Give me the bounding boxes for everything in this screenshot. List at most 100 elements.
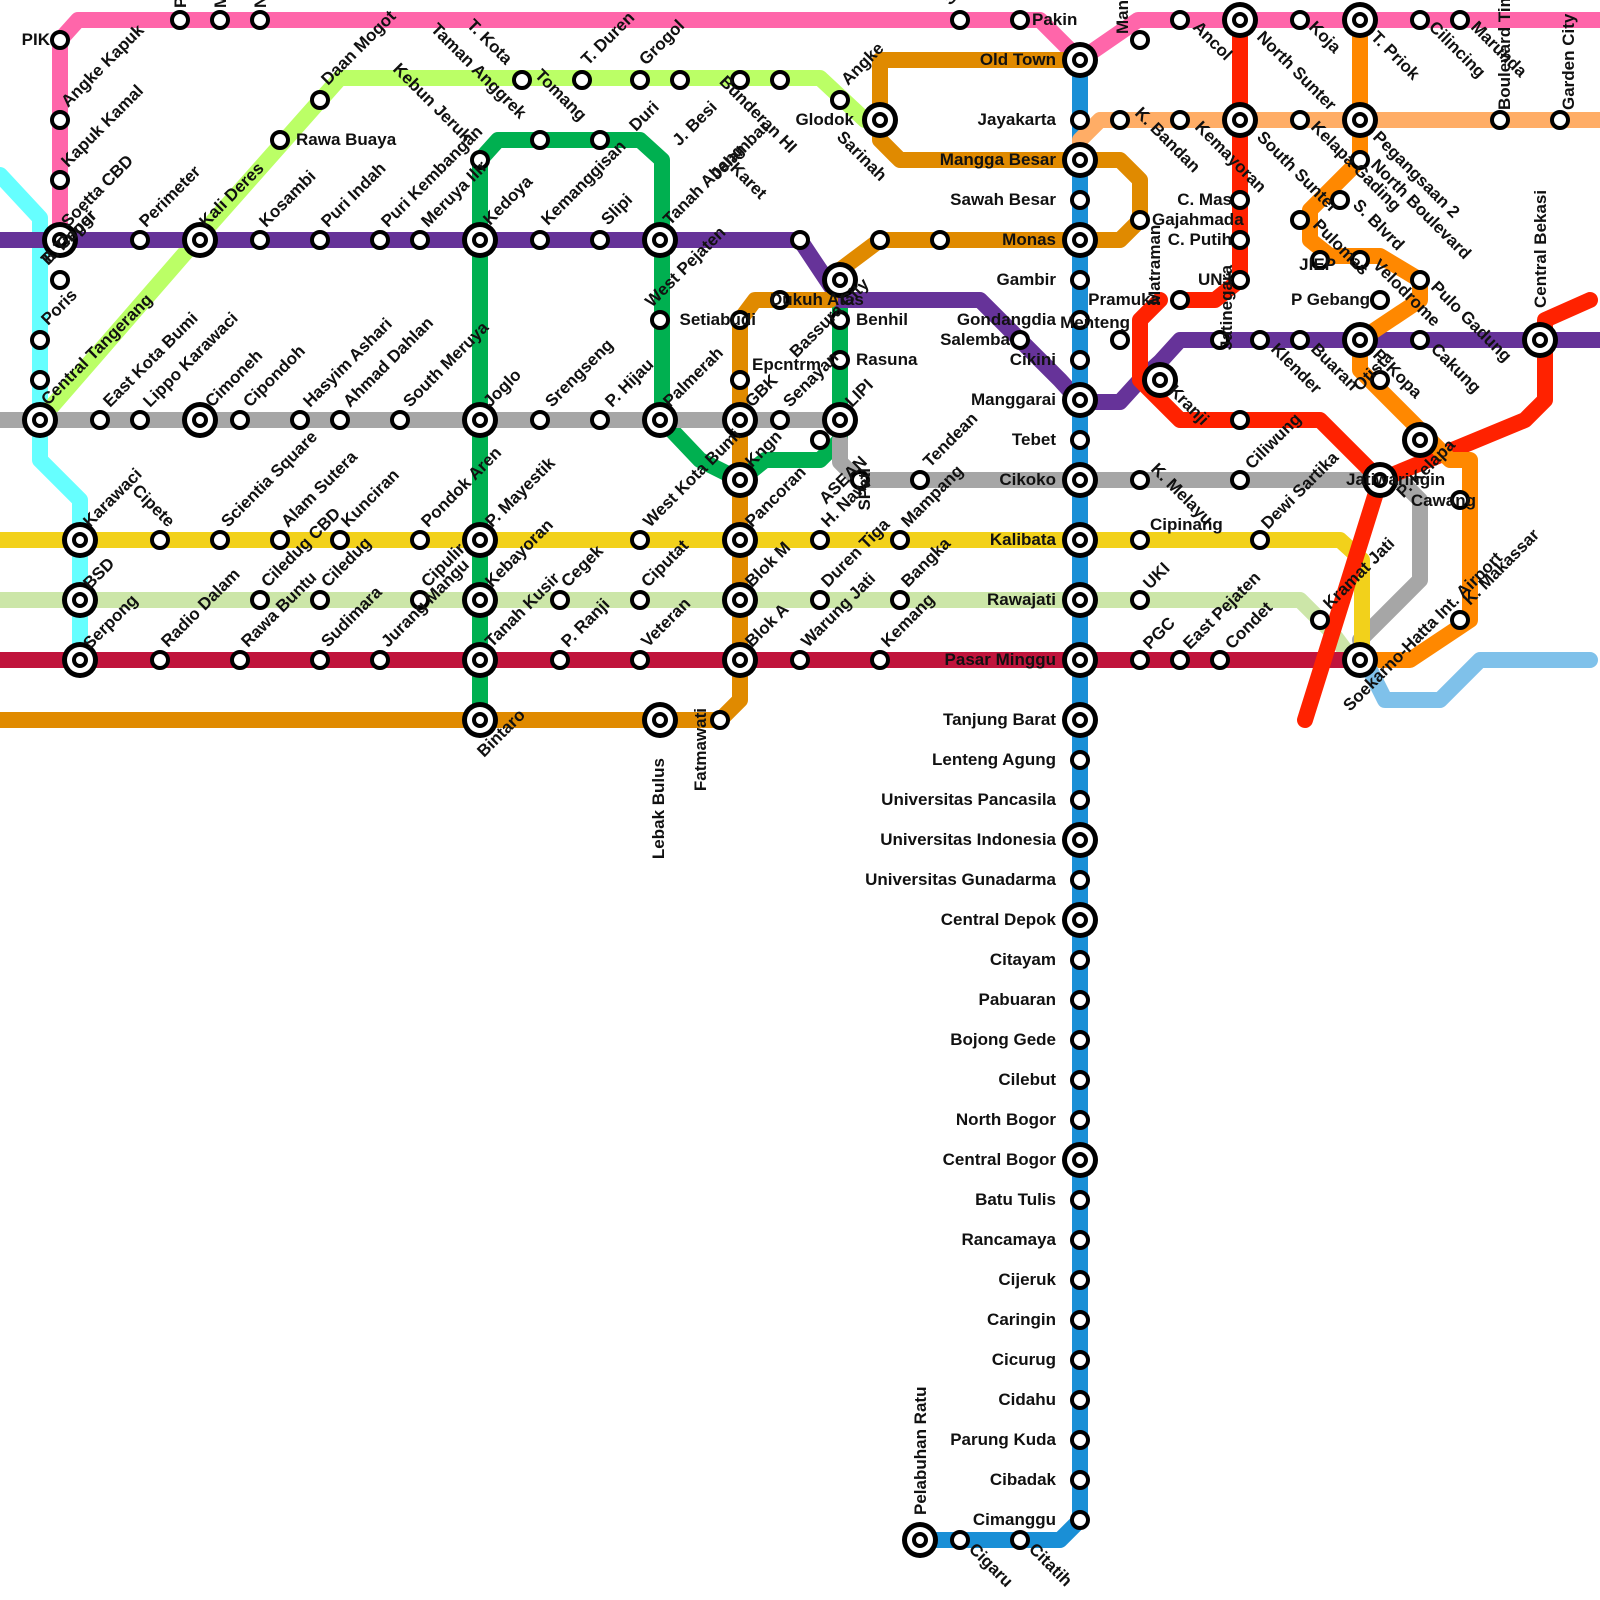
station-duri xyxy=(632,72,648,88)
station-srengseng xyxy=(532,412,548,428)
station-label-pelabuhan-ratu: Pelabuhan Ratu xyxy=(911,1387,930,1515)
station-pondok-aren xyxy=(412,532,428,548)
station-label-slipi: Slipi xyxy=(597,190,636,229)
station-veteran xyxy=(632,652,648,668)
station-muara-karang xyxy=(212,12,228,28)
station-cilincing xyxy=(1412,12,1428,28)
station-cegek xyxy=(552,592,568,608)
station-kemang xyxy=(872,652,888,668)
station-pegangsaan-2 xyxy=(1342,102,1378,138)
station-pabuaran xyxy=(1072,992,1088,1008)
station-label-pgc: PGC xyxy=(1139,613,1178,652)
station-label-manggarai: Manggarai xyxy=(971,390,1056,409)
station-label-monas: Monas xyxy=(1002,230,1056,249)
station-label-central-bekasi: Central Bekasi xyxy=(1531,190,1550,308)
station-s-pluit xyxy=(952,12,968,28)
station-label-kunciran: Kunciran xyxy=(337,465,403,531)
station-label-cijeruk: Cijeruk xyxy=(998,1270,1056,1289)
station-tendean xyxy=(912,472,928,488)
station-duren-tiga xyxy=(812,592,828,608)
station-label-pakin: Pakin xyxy=(1032,10,1077,29)
station-label-s-pluit: S. Pluit xyxy=(939,0,993,9)
station-label-jayakarta: Jayakarta xyxy=(978,110,1057,129)
station-warung-jati xyxy=(792,652,808,668)
station-label-salemba: Salemba xyxy=(940,330,1010,349)
station-kelapa-gading xyxy=(1292,112,1308,128)
station-label-n-pluit: N. Pluit xyxy=(251,0,270,8)
station-salemba xyxy=(1012,332,1028,348)
station-lippo-karawaci xyxy=(132,412,148,428)
station-t-tinggi xyxy=(32,332,48,348)
station-central-tangerang xyxy=(22,402,58,438)
station-universitas-indonesia xyxy=(1062,822,1098,858)
station-cijeruk xyxy=(1072,1272,1088,1288)
station-mampang xyxy=(892,532,908,548)
station-label-perimeter: Perimeter xyxy=(135,162,204,231)
station-south-sunter xyxy=(1222,102,1258,138)
station-poris xyxy=(32,372,48,388)
station-label-cikoko: Cikoko xyxy=(999,470,1056,489)
station-old-town xyxy=(1062,42,1098,78)
station-tanjung-barat xyxy=(1062,702,1098,738)
station-cicurug xyxy=(1072,1352,1088,1368)
station-pasar-minggu xyxy=(1062,642,1098,678)
station-label-pasar-minggu: Pasar Minggu xyxy=(945,650,1056,669)
station-label-parung-kuda: Parung Kuda xyxy=(950,1430,1056,1449)
station-slipi xyxy=(592,232,608,248)
station-label-karet: Karet xyxy=(726,159,770,203)
station-kalibata xyxy=(1062,522,1098,558)
station-central-bogor xyxy=(1062,1142,1098,1178)
station-label-kalibata: Kalibata xyxy=(990,530,1057,549)
station-label-tanjung-barat: Tanjung Barat xyxy=(943,710,1056,729)
station-rawa-buaya xyxy=(272,132,288,148)
station-label-lenteng-agung: Lenteng Agung xyxy=(932,750,1056,769)
station-scientia-square xyxy=(212,532,228,548)
station-mangga-2 xyxy=(1132,32,1148,48)
station-pulomas xyxy=(1292,212,1308,228)
station-label-menteng: Menteng xyxy=(1060,313,1130,332)
station-t-duren xyxy=(574,72,590,88)
station-label-cegek: Cegek xyxy=(557,541,607,591)
station-label-tendean: Tendean xyxy=(919,409,981,471)
station-central-bekasi xyxy=(1522,322,1558,358)
station-north-bogor xyxy=(1072,1112,1088,1128)
station-gambir xyxy=(1072,272,1088,288)
station-cigaru xyxy=(952,1532,968,1548)
station-label-boulevard-timur: Boulevard Timur xyxy=(1495,0,1514,110)
station-label-gajahmada: Gajahmada xyxy=(1152,210,1244,229)
station-label-universitas-gunadarma: Universitas Gunadarma xyxy=(865,870,1056,889)
station-sarinah xyxy=(932,232,948,248)
station-cipondoh xyxy=(232,412,248,428)
station-kemanggisan xyxy=(532,232,548,248)
station-cilebut xyxy=(1072,1072,1088,1088)
station-label-uki: UKI xyxy=(1139,559,1173,593)
station-west-kota-bumi xyxy=(632,532,648,548)
station-senayan xyxy=(772,412,788,428)
station-label-pabuaran: Pabuaran xyxy=(979,990,1056,1009)
station-angke-kapuk xyxy=(52,112,68,128)
station-puri-kembangan xyxy=(372,232,388,248)
station-ahmad-dahlan xyxy=(332,412,348,428)
station-kemayoran xyxy=(1172,112,1188,128)
station-label-tebet: Tebet xyxy=(1012,430,1056,449)
station-label-rancamaya: Rancamaya xyxy=(961,1230,1056,1249)
station-tebet xyxy=(1072,432,1088,448)
station-pakin xyxy=(1012,12,1028,28)
station-label-benhil: Benhil xyxy=(856,310,908,329)
station-label-setiabudi: Setiabudi xyxy=(679,310,756,329)
station-p-ranji xyxy=(552,652,568,668)
station-label-gambir: Gambir xyxy=(996,270,1056,289)
station-parung-kuda xyxy=(1072,1432,1088,1448)
station-rawajati xyxy=(1062,582,1098,618)
station-c-putih xyxy=(1232,232,1248,248)
station-jurang-mangu xyxy=(372,652,388,668)
station-manggarai xyxy=(1062,382,1098,418)
station-east-kota-bumi xyxy=(92,412,108,428)
station-label-old-town: Old Town xyxy=(980,50,1056,69)
station-garden-city xyxy=(1552,112,1568,128)
station-cakung xyxy=(1412,332,1428,348)
station-glodok xyxy=(862,102,898,138)
station-label-dukuh-atas: Dukuh Atas xyxy=(770,290,864,309)
station-label-cipete: Cipete xyxy=(128,481,178,531)
station-cipinang xyxy=(1132,532,1148,548)
